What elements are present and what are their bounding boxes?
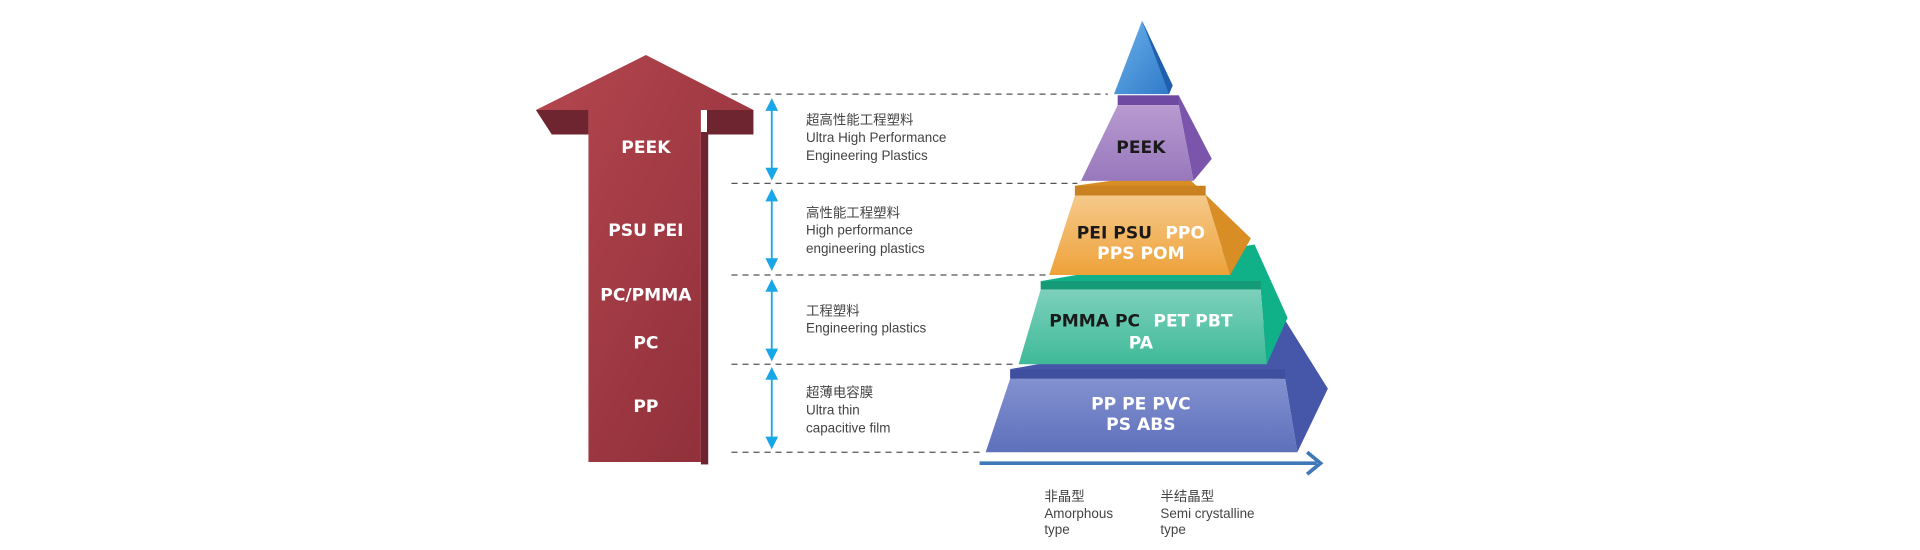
tier-en: Engineering plastics [806,320,927,335]
peek-label: PEEK [1116,138,1166,158]
tier-en: capacitive film [806,421,890,436]
tier-top [1114,20,1173,95]
arrow-label: PP [633,397,658,417]
arrow-label: PSU PEI [608,221,683,241]
green-label-line2: PA [1129,333,1154,353]
tier-cn: 工程塑料 [806,303,860,318]
tier-en: Ultra High Performance [806,130,946,145]
semicrystalline-cn: 半结晶型 [1160,489,1214,504]
tier-cn: 超薄电容膜 [806,384,873,400]
semicrystalline-en: Semi crystalline [1160,506,1254,521]
performance-arrow [535,55,754,465]
svg-text:PEI PSU PPO: PEI PSU PPO [1077,223,1205,243]
tier-en: High performance [806,223,913,238]
tier-purple [1081,105,1194,181]
tier-cn: 超高性能工程塑料 [806,112,914,128]
tier-en: Ultra thin [806,402,860,417]
blue-label-line2: PS ABS [1106,415,1175,435]
tier-descriptions: 超高性能工程塑料 Ultra High Performance Engineer… [806,112,946,436]
arrow-label: PEEK [621,138,671,158]
tier-dividers [731,93,1108,453]
pyramid-labels: PEEK PEI PSU PPO PPS POM PMMA PC PET PBT… [1049,138,1233,435]
pyramid [985,20,1328,453]
range-arrows [765,98,779,450]
tier-en: Engineering Plastics [806,148,928,163]
green-label-light: PET PBT [1153,311,1232,331]
arrow-label: PC [633,333,658,353]
svg-text:PMMA PC PET PBT: PMMA PC PET PBT [1049,311,1233,331]
orange-label-light: PPO [1165,223,1205,243]
arrow-label: PC/PMMA [600,286,692,306]
blue-label-line1: PP PE PVC [1091,394,1191,414]
crystallinity-axis [979,450,1324,476]
tier-orange [1049,195,1231,275]
orange-label-line2: PPS POM [1097,244,1184,264]
orange-label-dark: PEI PSU [1077,223,1152,243]
tier-en: engineering plastics [806,241,925,256]
semicrystalline-en2: type [1160,522,1185,537]
amorphous-en: Amorphous [1044,506,1113,521]
green-label-dark: PMMA PC [1049,311,1140,331]
tier-cn: 高性能工程塑料 [806,205,900,221]
arrow-labels: PEEK PSU PEI PC/PMMA PC PP [600,138,692,417]
amorphous-cn: 非晶型 [1044,489,1084,504]
amorphous-en2: type [1044,522,1069,537]
tier-blue [985,378,1298,453]
tier-green [1018,289,1267,365]
axis-labels: 非晶型 Amorphous type 半结晶型 Semi crystalline… [1044,489,1254,537]
